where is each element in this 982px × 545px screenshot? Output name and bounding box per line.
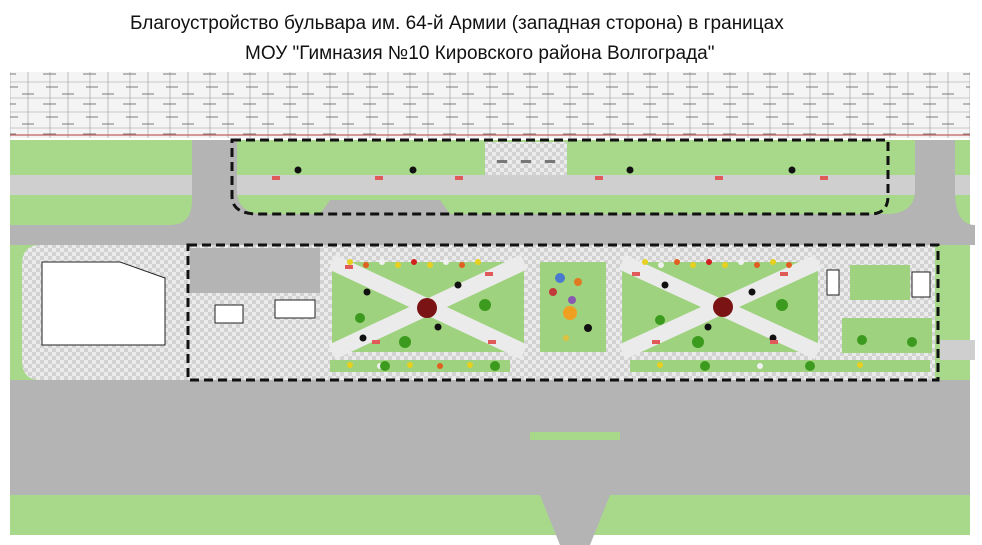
kiosk-2 [274,299,316,319]
kiosk-1 [214,304,244,324]
west-flowerbed-center [417,298,437,318]
pavilion-1 [826,269,840,296]
play-item [574,278,582,286]
east-small-lawn-2 [842,318,932,353]
title-line-1: Благоустройство бульвара им. 64-й Армии … [130,13,784,34]
plaza-marker [521,160,531,163]
east-path [940,340,975,360]
play-item [563,335,569,341]
play-item [584,324,592,332]
road-exit-south [540,495,610,545]
parking-area [190,248,320,293]
middle-road [10,380,970,432]
east-flowerbed-center [713,297,733,317]
boundary-boulevard [186,243,940,382]
plaza-marker [545,160,555,163]
road-junction [10,425,970,450]
play-item [563,306,577,320]
school-building [41,261,166,346]
upper-road [10,140,975,245]
plaza-marker [497,160,507,163]
bench-icons [272,176,828,344]
lower-road [10,440,970,495]
play-item [568,296,576,304]
lamp-post-icons [294,166,796,342]
survey-strip [10,72,970,138]
play-item [555,273,565,283]
lower-planting-strip-east [630,360,930,372]
flower-row [347,259,863,369]
play-item [549,288,557,296]
tree-icons [355,299,917,371]
upper-plaza [485,142,567,175]
upper-sidewalk [10,175,970,195]
east-small-lawn-1 [850,265,910,300]
pavilion-2 [911,271,931,298]
title-line-2: МОУ "Гимназия №10 Кировского района Волг… [245,43,715,64]
lower-planting-strip-west [330,360,510,372]
boundary-upper [230,138,890,216]
